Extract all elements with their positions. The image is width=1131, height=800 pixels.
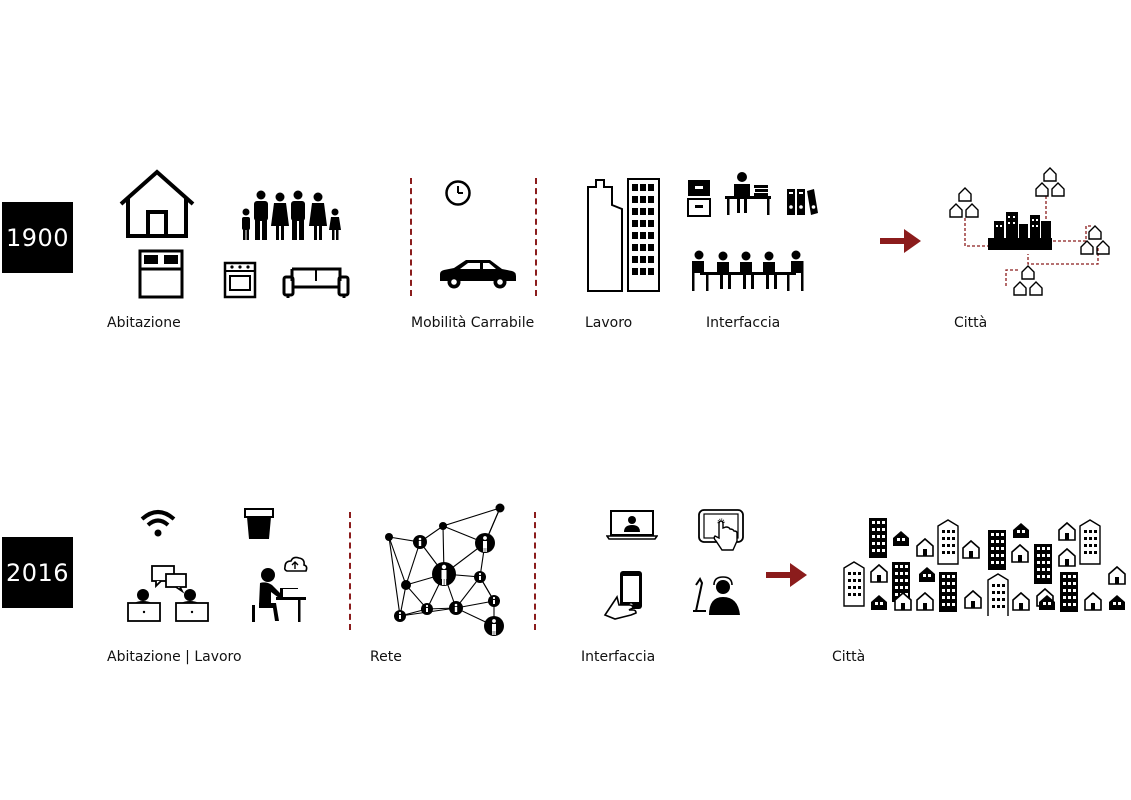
year-badge-2016: 2016 xyxy=(2,537,73,608)
tablet-touch-icon xyxy=(698,509,744,551)
label-home-work: Abitazione | Lavoro xyxy=(107,649,242,665)
remote-worker-icon xyxy=(252,556,308,622)
label-city-1900: Città xyxy=(954,315,988,331)
year-badge-1900: 1900 xyxy=(2,202,73,273)
label-network: Rete xyxy=(370,649,402,665)
smartphone-hand-icon xyxy=(603,571,642,620)
bed-icon xyxy=(138,249,184,299)
sofa-icon xyxy=(282,267,350,298)
city-center-icon xyxy=(949,167,1110,296)
video-call-laptop-icon xyxy=(606,510,658,540)
file-boxes-icon xyxy=(687,180,711,217)
arrow-right-icon xyxy=(880,229,921,253)
coffee-cup-icon xyxy=(244,508,274,539)
meeting-table-icon xyxy=(692,250,804,291)
car-icon xyxy=(440,260,516,289)
clerk-desk-icon xyxy=(725,172,771,215)
dense-city-icon xyxy=(843,518,1126,616)
office-buildings-icon xyxy=(587,178,660,292)
network-icon xyxy=(385,503,505,636)
binders-icon xyxy=(787,189,818,215)
operator-headset-icon xyxy=(693,576,740,615)
label-work: Lavoro xyxy=(585,315,633,331)
section-divider xyxy=(535,178,537,296)
oven-icon xyxy=(223,261,257,299)
label-mobility: Mobilità Carrabile xyxy=(411,315,535,331)
wifi-icon xyxy=(140,510,176,537)
clock-icon xyxy=(445,180,471,206)
label-city-2016: Città xyxy=(832,649,866,665)
family-icon xyxy=(242,190,341,240)
house-icon xyxy=(119,169,195,238)
arrow-right-icon xyxy=(766,563,807,587)
label-housing: Abitazione xyxy=(107,315,181,331)
label-interface-2016: Interfaccia xyxy=(581,649,656,665)
label-interface-1900: Interfaccia xyxy=(706,315,781,331)
section-divider xyxy=(349,512,351,630)
coworkers-chat-icon xyxy=(127,565,209,622)
section-divider xyxy=(534,512,536,630)
section-divider xyxy=(410,178,412,296)
